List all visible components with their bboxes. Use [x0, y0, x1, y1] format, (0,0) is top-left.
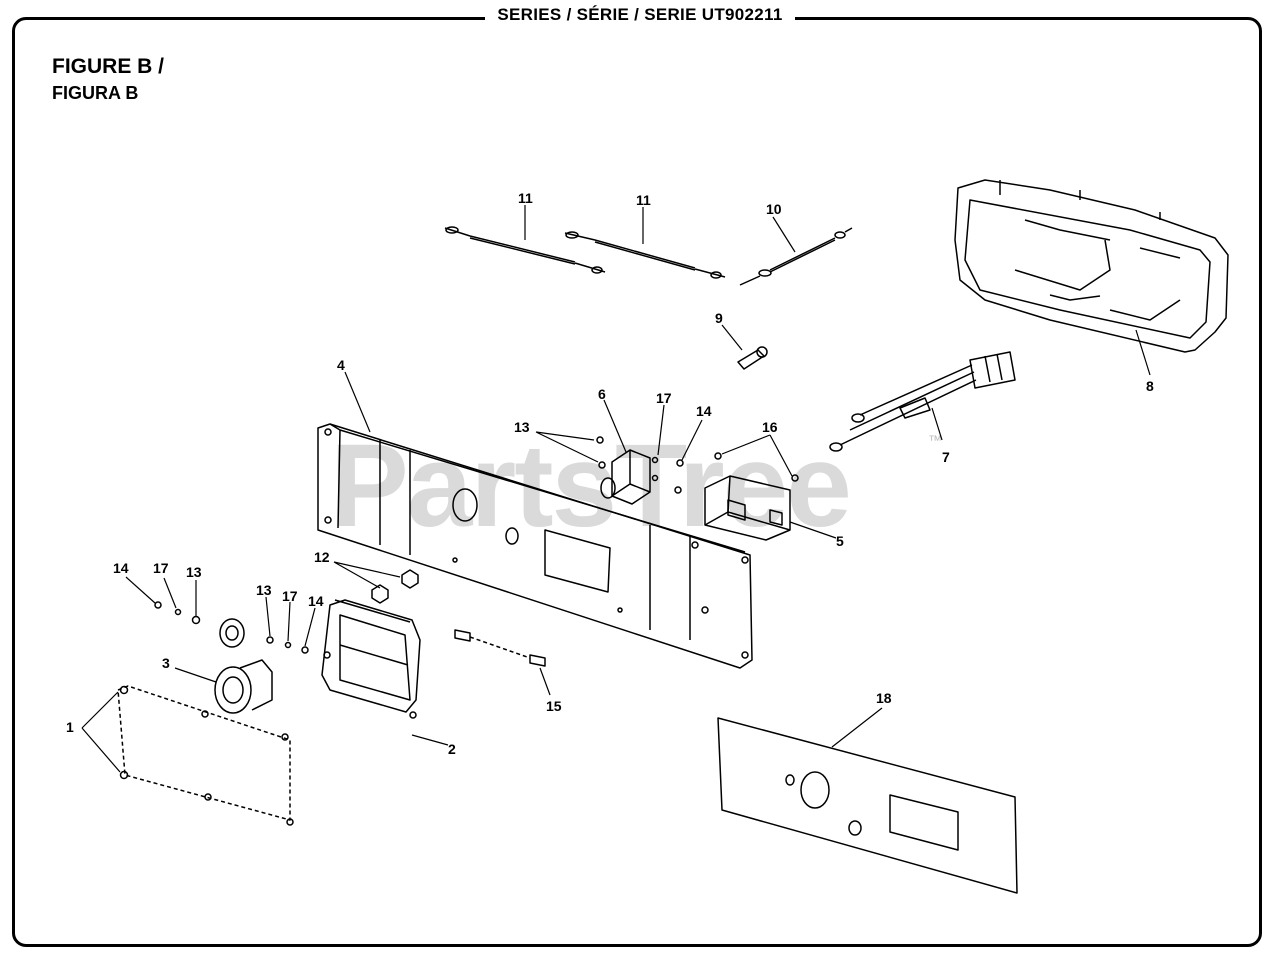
part-10-wire — [739, 227, 853, 286]
part-4-panel — [317, 423, 753, 669]
part-12-nuts — [371, 569, 419, 604]
part-9-bolt — [737, 346, 768, 370]
part-2-frame — [321, 599, 421, 719]
callout-14a: 14 — [696, 403, 712, 419]
callout-3: 3 — [162, 655, 170, 671]
left-hardware — [154, 601, 309, 654]
figure-title: FIGURE B / — [52, 55, 165, 78]
part-11-wire-a — [444, 226, 606, 274]
callout-2: 2 — [448, 741, 456, 757]
callout-16: 16 — [762, 419, 778, 435]
part-18-decal — [717, 717, 1018, 894]
callout-1: 1 — [66, 719, 74, 735]
panel-hardware — [596, 436, 799, 494]
watermark-trademark: ™ — [928, 432, 942, 448]
callout-17b: 17 — [153, 560, 169, 576]
part-7-harness — [829, 351, 1016, 452]
part-11-wire-b — [564, 231, 726, 279]
callout-17a: 17 — [656, 390, 672, 406]
series-title: SERIES / SÉRIE / SERIE UT902211 — [0, 5, 1280, 25]
callout-10: 10 — [766, 201, 782, 217]
part-1-screws — [117, 685, 294, 826]
callout-4: 4 — [337, 357, 345, 373]
callout-18: 18 — [876, 690, 892, 706]
callout-17c: 17 — [282, 588, 298, 604]
callout-7: 7 — [942, 449, 950, 465]
callout-14b: 14 — [113, 560, 129, 576]
part-6-switch — [600, 449, 651, 505]
callout-11b: 11 — [636, 192, 651, 208]
callout-8: 8 — [1146, 378, 1154, 394]
callout-12: 12 — [314, 549, 330, 565]
part-3-receptacle — [214, 618, 273, 714]
part-15-screws — [454, 629, 546, 667]
callout-13b: 13 — [186, 564, 202, 580]
callout-9: 9 — [715, 310, 723, 326]
callout-11a: 11 — [518, 190, 533, 206]
part-5-outlet — [704, 475, 791, 541]
callout-13a: 13 — [514, 419, 530, 435]
figure-subtitle: FIGURA B — [52, 83, 139, 103]
callout-5: 5 — [836, 533, 844, 549]
callout-15: 15 — [546, 698, 562, 714]
part-8-housing — [954, 179, 1229, 353]
callout-6: 6 — [598, 386, 606, 402]
callout-13c: 13 — [256, 582, 272, 598]
leader-lines — [81, 205, 1151, 773]
callout-14c: 14 — [308, 593, 324, 609]
